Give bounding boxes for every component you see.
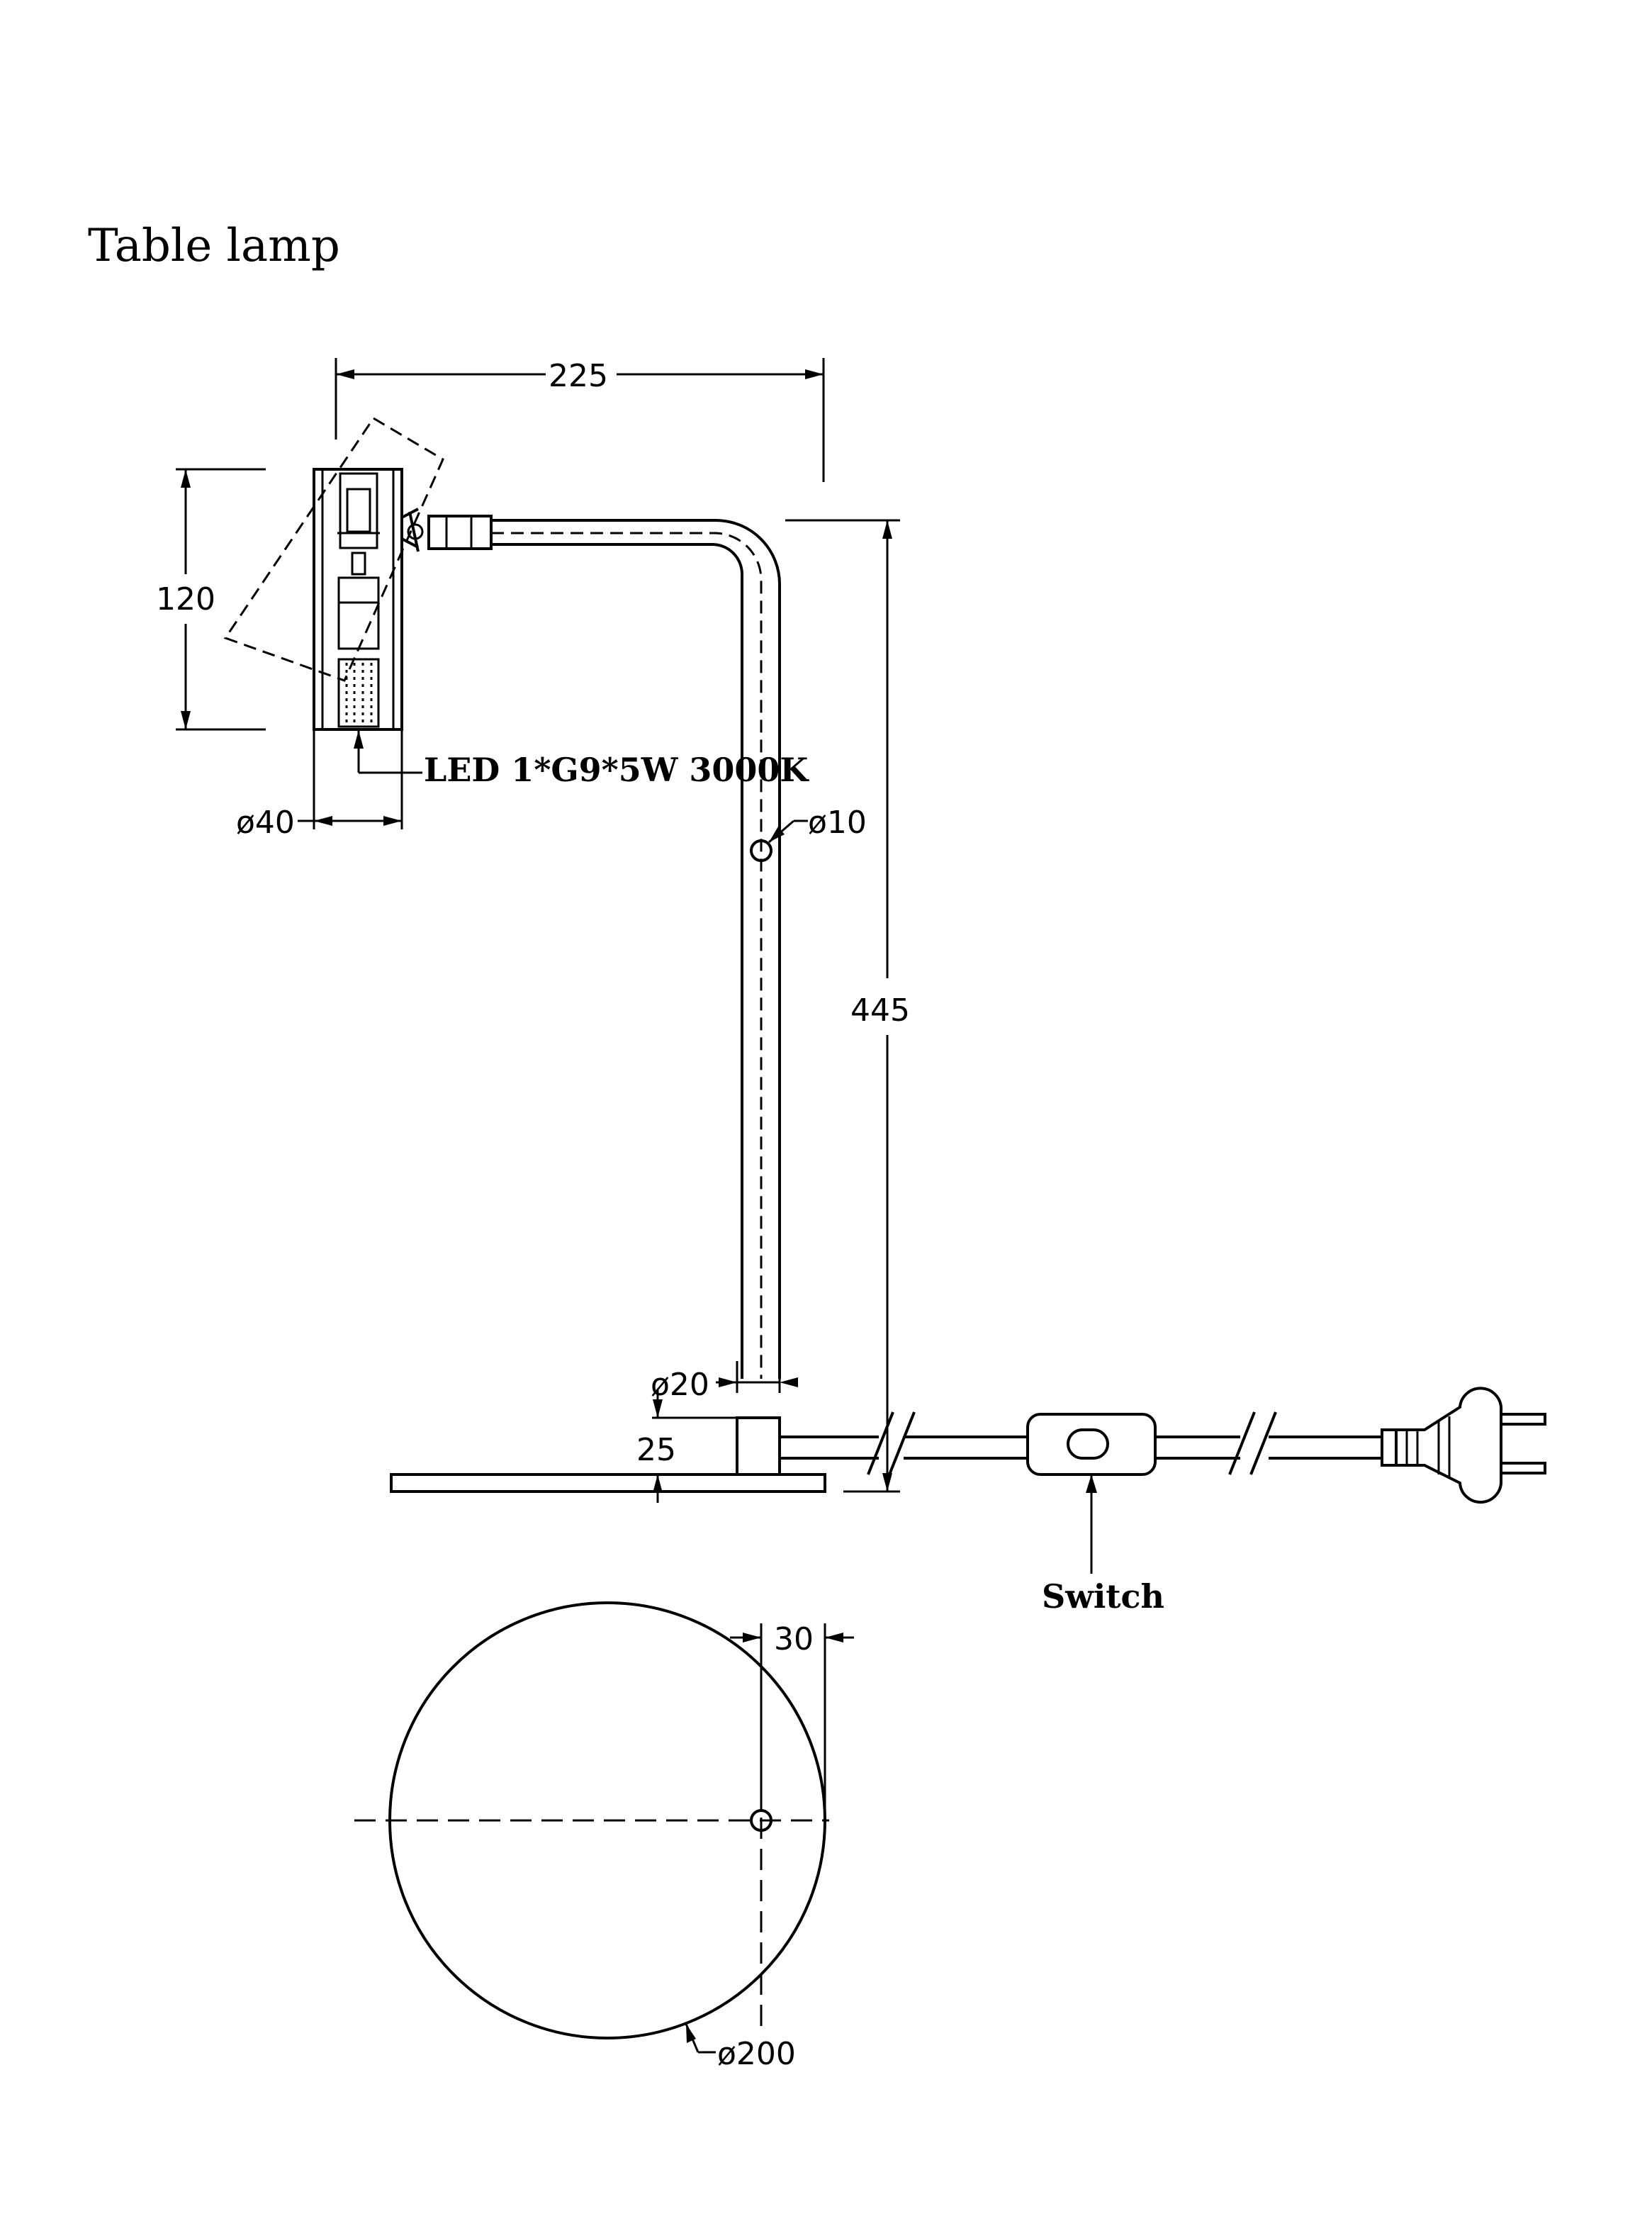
dim-stem-diameter-label: ø20	[651, 1367, 709, 1403]
switch-callout	[1086, 1474, 1097, 1574]
switch-label: Switch	[1042, 1577, 1164, 1616]
dim-total-height-label: 445	[850, 992, 910, 1029]
dim-base-thickness-label: 25	[636, 1432, 676, 1468]
dim-head-width-label: 225	[549, 358, 608, 394]
dim-head-diameter-label: ø40	[236, 805, 295, 841]
lamp-base-plan	[354, 1601, 829, 2039]
switch-rocker	[1067, 1428, 1109, 1460]
dim-arm-diameter-label: ø10	[808, 805, 867, 841]
dim-stem-offset	[730, 1623, 854, 1820]
lamp-base-side	[390, 1416, 879, 1493]
dim-head-height	[176, 468, 266, 731]
dim-base-thickness	[652, 1389, 737, 1503]
power-plug	[1381, 1387, 1546, 1504]
power-cord	[780, 1387, 1546, 1504]
lamp-arm	[427, 515, 781, 1379]
dim-head-height-label: 120	[156, 581, 215, 617]
dim-stem-offset-label: 30	[774, 1621, 814, 1657]
dim-total-height	[785, 519, 900, 1493]
led-label: LED 1*G9*5W 3000K	[424, 751, 809, 789]
dim-arm-diameter	[768, 819, 808, 844]
dim-head-diameter	[298, 729, 403, 829]
dim-base-diameter	[685, 2023, 716, 2054]
switch-body	[1026, 1413, 1157, 1476]
dim-head-width	[335, 358, 825, 482]
dim-stem-diameter	[716, 1361, 798, 1393]
lamp-head	[223, 416, 444, 731]
led-callout	[354, 730, 422, 774]
drawing-title: Table lamp	[88, 220, 340, 272]
dim-base-diameter-label: ø200	[717, 2036, 796, 2072]
